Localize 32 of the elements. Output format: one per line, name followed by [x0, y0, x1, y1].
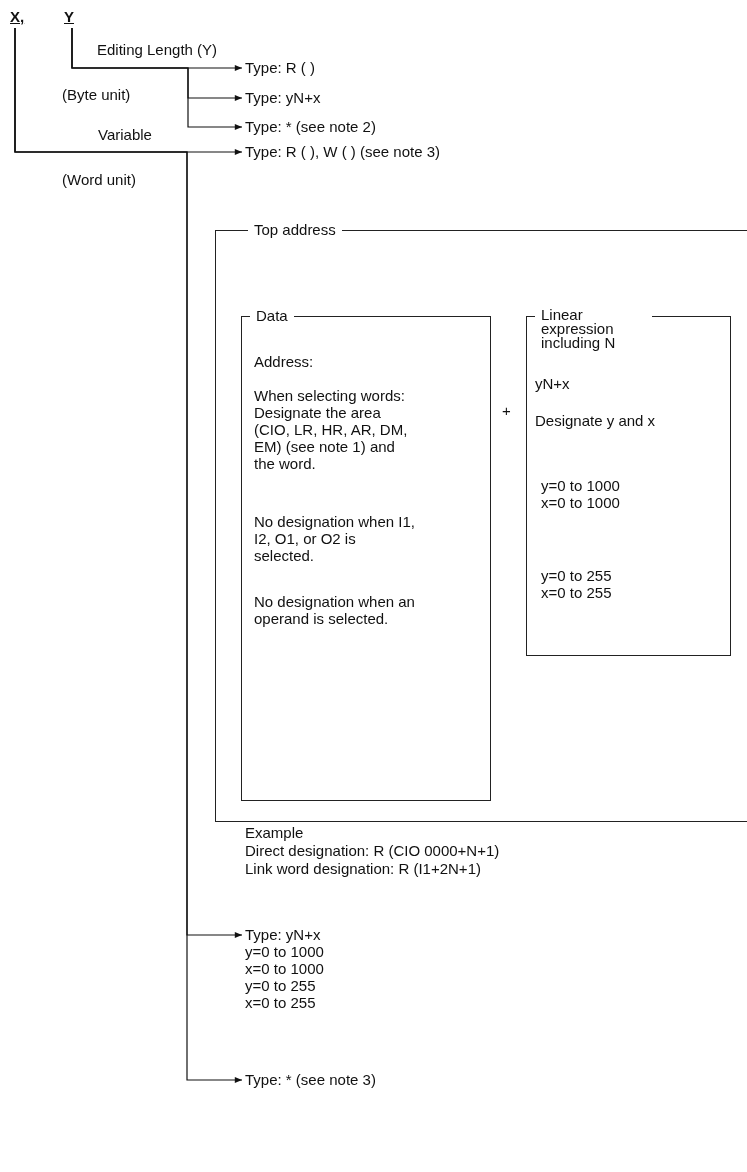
description-text: No designation when I1, I2, O1, or O2 is selected.: [254, 513, 416, 564]
description-text: yN+x: [535, 375, 571, 392]
description-text: Designate y and x: [535, 412, 657, 429]
type-text: Type: yN+x: [245, 89, 321, 107]
type-text: x=0 to 255: [245, 994, 317, 1011]
description-text: y=0 to 255 x=0 to 255: [541, 567, 613, 601]
type-text: y=0 to 1000: [245, 943, 324, 960]
note-text: (Word unit): [62, 171, 136, 189]
description-text: No designation when an operand is selected.: [254, 593, 416, 627]
type-text: x=0 to 1000: [245, 960, 324, 977]
type-text: y=0 to 255: [245, 977, 317, 994]
type-text: Type: R ( ), W ( ) (see note 3): [245, 143, 441, 161]
edge-label: Variable: [98, 126, 152, 144]
description-text: Address:: [254, 353, 315, 370]
arrow: [71, 27, 243, 130]
operand-letter: Y: [64, 8, 74, 26]
type-text: Type: R ( ): [245, 59, 315, 77]
operand-letter: X,: [10, 8, 25, 26]
edge-label: Editing Length (Y): [97, 41, 218, 59]
type-text: Type: * (see note 2): [245, 118, 376, 136]
group-heading: Data: [250, 308, 294, 324]
note-text: Direct designation: R (CIO 0000+N+1): [245, 842, 500, 860]
description-text: When selecting words: Designate the area (CIO, LR, HR, AR, DM, EM) (see note 1) and the word.: [254, 387, 409, 472]
description-text: y=0 to 1000 x=0 to 1000: [541, 477, 621, 511]
note-text: Link word designation: R (I1+2N+1): [245, 860, 481, 878]
note-text: (Byte unit): [62, 86, 131, 104]
note-text: Example: [245, 824, 304, 842]
type-text: Type: * (see note 3): [245, 1071, 376, 1089]
type-text: Type: yN+x: [245, 926, 322, 943]
group-heading: Linear expression including N: [535, 308, 652, 350]
plus-sign: +: [502, 402, 511, 420]
group-heading: Top address: [248, 222, 342, 238]
